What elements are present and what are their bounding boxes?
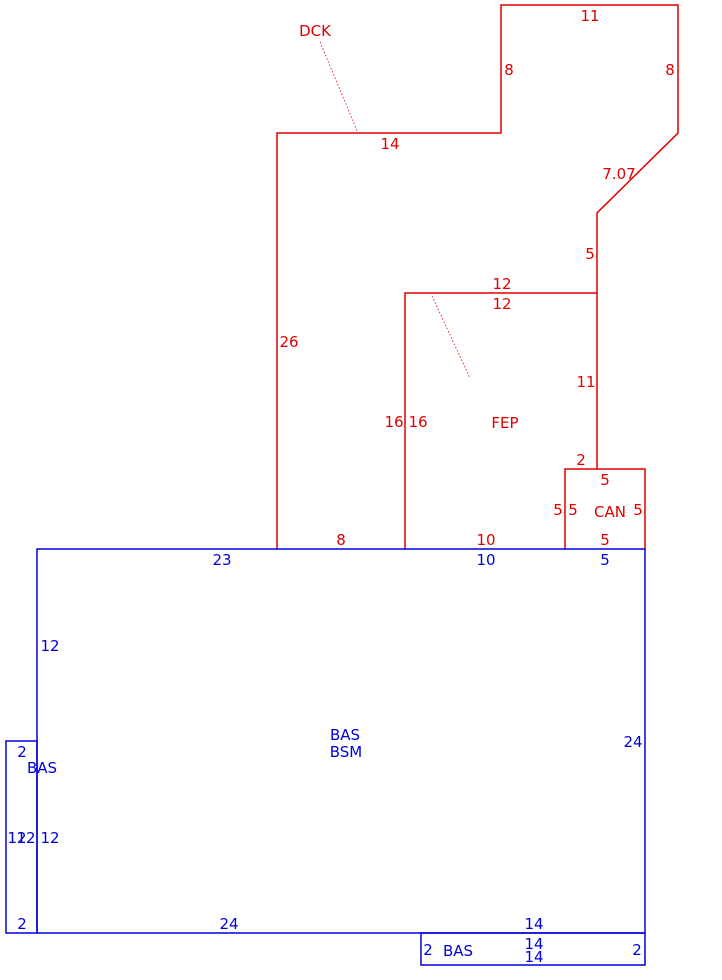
fep-dim-right-lower: 2 xyxy=(576,451,586,469)
bas-bottom-dim-top: 14 xyxy=(524,935,543,953)
dck-area xyxy=(276,4,679,549)
dck-leader-line xyxy=(319,41,359,134)
dck-dim-step-top: 14 xyxy=(380,135,399,153)
bas-left-outline xyxy=(5,740,38,934)
bas-bottom-dim-bottom: 14 xyxy=(524,948,543,966)
fep-dim-top-inner: 12 xyxy=(492,295,511,313)
bas-bottom-outline xyxy=(420,932,646,966)
dck-dim-diagonal: 7.07 xyxy=(602,165,635,183)
bas-bottom-dim-left: 2 xyxy=(423,941,433,959)
dck-dim-left: 26 xyxy=(279,333,298,351)
bas-main-dim-right: 24 xyxy=(623,733,642,751)
dck-dim-top: 11 xyxy=(580,7,599,25)
can-dim-left-inner: 5 xyxy=(568,501,578,519)
bas-main-dim-top-mid: 10 xyxy=(476,551,495,569)
bas-bottom-label: BAS xyxy=(443,942,473,960)
bas-left-area xyxy=(5,740,38,934)
dck-label: DCK xyxy=(299,22,332,40)
bas-main-sub-label: BSM xyxy=(330,743,363,761)
bas-bottom-dim-right: 2 xyxy=(632,941,642,959)
fep-area xyxy=(404,292,598,549)
bas-main-dim-bottom-right: 14 xyxy=(524,915,543,933)
bas-left-dim-left: 12 xyxy=(7,829,26,847)
dck-dim-inner-left: 8 xyxy=(504,61,514,79)
bas-bottom-area xyxy=(420,932,646,966)
can-label: CAN xyxy=(594,503,626,521)
fep-dim-top-outer: 12 xyxy=(492,275,511,293)
fep-dim-bottom: 10 xyxy=(476,531,495,549)
fep-dim-left-inner: 16 xyxy=(408,413,427,431)
bas-left-dim-top: 2 xyxy=(17,743,27,761)
can-dim-left-outer: 5 xyxy=(553,501,563,519)
can-outline xyxy=(564,468,646,549)
bas-left-dim-bottom: 2 xyxy=(17,915,27,933)
dck-dim-right-mid: 5 xyxy=(585,245,595,263)
bas-main-dim-left-lower: 12 xyxy=(40,829,59,847)
fep-outline xyxy=(404,292,598,549)
bas-main-dim-top-right: 5 xyxy=(600,551,610,569)
can-dim-top: 5 xyxy=(600,471,610,489)
bas-left-label: BAS xyxy=(27,759,57,777)
bas-main-dim-bottom: 24 xyxy=(219,915,238,933)
dck-outline xyxy=(276,4,679,549)
fep-leader-line xyxy=(431,295,471,379)
can-dim-right: 5 xyxy=(633,501,643,519)
bas-left-dim-right: 12 xyxy=(16,829,35,847)
fep-label: FEP xyxy=(491,414,518,432)
can-dim-bottom: 5 xyxy=(600,531,610,549)
dck-dim-right-upper: 8 xyxy=(665,61,675,79)
bas-main-dim-top-left: 23 xyxy=(212,551,231,569)
can-area xyxy=(564,468,646,549)
fep-dim-right: 11 xyxy=(576,373,595,391)
fep-dim-left-outer: 16 xyxy=(384,413,403,431)
bas-main-label: BAS xyxy=(330,726,360,744)
dck-dim-bottom: 8 xyxy=(336,531,346,549)
bas-main-dim-left-upper: 12 xyxy=(40,637,59,655)
